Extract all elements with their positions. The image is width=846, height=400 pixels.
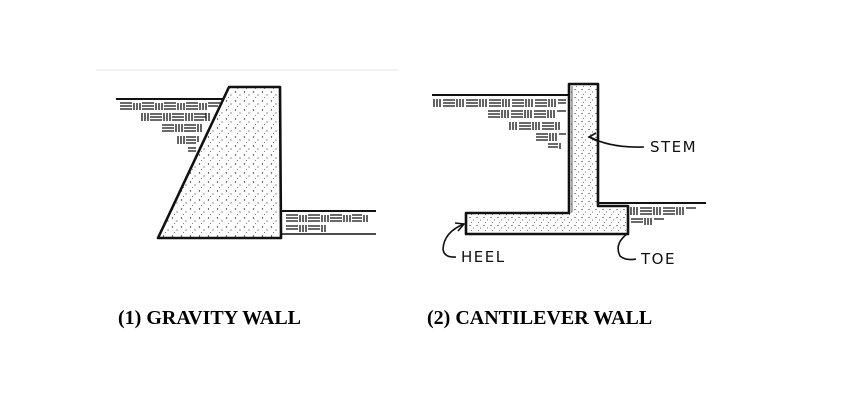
heel-arrowhead [454,222,466,232]
cantilever-retained-soil [432,94,568,149]
cantilever-wall-caption: (2) CANTILEVER WALL [427,307,653,329]
stem-arrowhead [587,132,598,142]
heel-leader-line [442,223,465,258]
stem-label: STEM [650,138,697,156]
gravity-wall-caption: (1) GRAVITY WALL [118,307,301,329]
gravity-wall-body [156,85,283,240]
gravity-wall-diagram [116,85,376,240]
cantilever-front-soil [598,202,706,225]
toe-label: TOE [640,250,676,268]
heel-label: HEEL [461,248,506,266]
cantilever-wall-body [464,82,630,236]
cantilever-wall-diagram: STEM HEEL TOE [432,82,706,268]
toe-leader-line [617,233,637,261]
gravity-retained-soil [116,98,224,152]
gravity-front-soil [282,210,376,235]
